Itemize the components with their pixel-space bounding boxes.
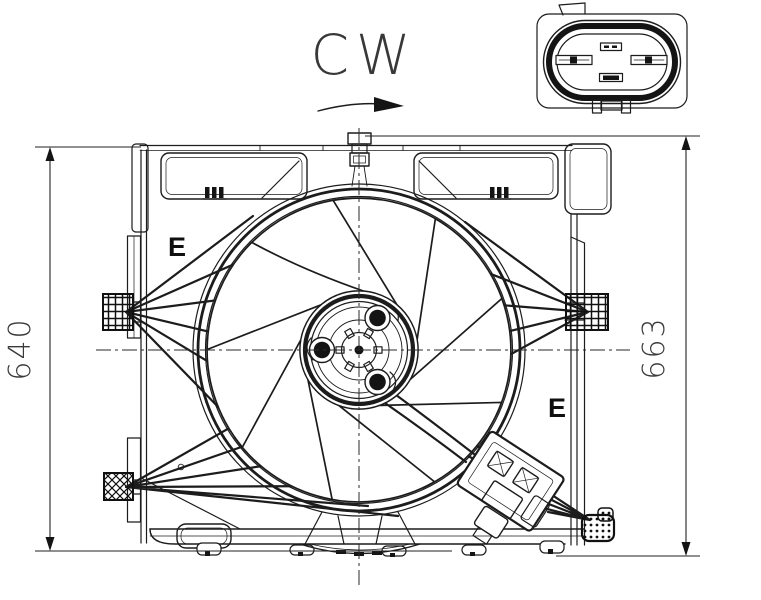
connector-tab bbox=[558, 2, 586, 16]
panel-clip-left bbox=[202, 187, 227, 200]
arrowhead-down-icon bbox=[45, 537, 55, 551]
rotation-direction-label: CW bbox=[311, 23, 418, 87]
arrowhead-up-icon bbox=[681, 136, 691, 150]
connector-pin-right bbox=[630, 54, 668, 66]
rotation-annotation: CW bbox=[311, 23, 418, 112]
struts-left-lower bbox=[124, 396, 400, 530]
hatched-mount-left-upper bbox=[102, 293, 134, 331]
dimension-right: 663 bbox=[365, 135, 700, 557]
dimension-left: 640 bbox=[3, 146, 452, 552]
connector-detail bbox=[536, 2, 688, 114]
arrowhead-down-icon bbox=[681, 542, 691, 556]
marker-e-right: E bbox=[548, 393, 566, 423]
struts-left-upper bbox=[124, 214, 288, 450]
panel-clip-right bbox=[487, 187, 512, 200]
hatched-mount-right-lower bbox=[580, 507, 616, 543]
bottom-rail bbox=[149, 511, 585, 557]
dimension-left-value: 640 bbox=[3, 317, 38, 380]
centerlines bbox=[96, 128, 630, 586]
arrowhead-up-icon bbox=[45, 147, 55, 161]
hatched-mount-left-lower bbox=[103, 472, 134, 501]
rivet-dot-left bbox=[177, 463, 185, 471]
hatched-mount-right-upper bbox=[565, 293, 609, 331]
connector-pin-bottom bbox=[598, 72, 624, 83]
top-duct-panel bbox=[160, 132, 559, 200]
cw-arrow-icon bbox=[317, 97, 404, 112]
marker-e-left: E bbox=[168, 232, 186, 262]
mounting-bushings bbox=[102, 293, 616, 543]
connector-pin-top bbox=[599, 42, 623, 52]
connector-seal-ring bbox=[546, 23, 678, 101]
motor-support-bulge bbox=[299, 511, 421, 556]
connector-keys bbox=[591, 99, 632, 114]
dimension-right-value: 663 bbox=[637, 316, 672, 379]
motor-connector bbox=[456, 430, 565, 545]
connector-housing bbox=[536, 13, 688, 109]
connector-pin-left bbox=[555, 54, 593, 66]
